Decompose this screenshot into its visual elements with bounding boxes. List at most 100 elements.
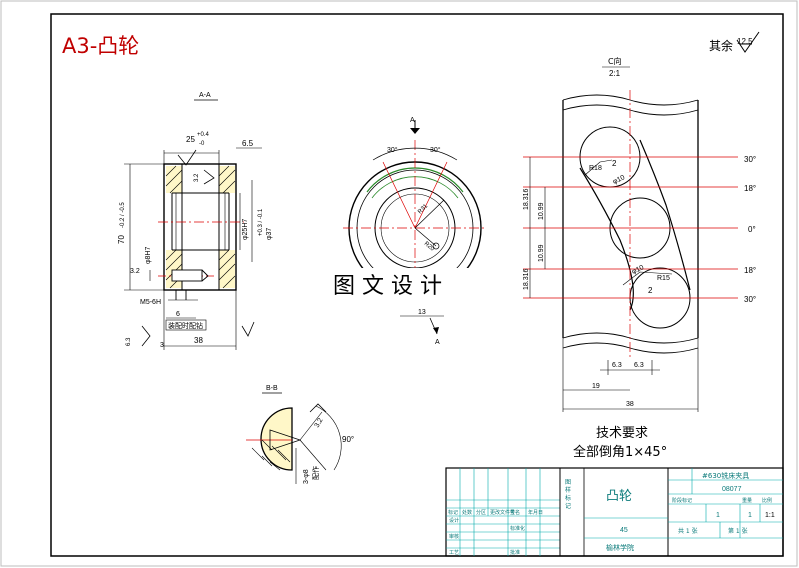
tb-scale: 1:1 — [765, 512, 775, 519]
tb-drawing-no: 08077 — [722, 486, 742, 493]
front-angle-left: 30° — [387, 146, 398, 154]
view-c-angle-2: 0° — [748, 225, 756, 234]
aa-dim-outer: φ37 — [266, 228, 273, 240]
view-c-dim-left-0: 18.316 — [523, 188, 530, 210]
tech-req-line1: 全部倒角1×45° — [573, 444, 667, 460]
bb-section-shape — [260, 407, 293, 471]
aa-dim-hole: φ8H7 — [145, 247, 152, 264]
view-c-dim-b1: 6.3 — [612, 362, 622, 369]
tb-left-label-0: 标记 — [448, 509, 458, 516]
svg-text:+0.4: +0.4 — [197, 132, 210, 138]
view-c-dim-left-3: 18.316 — [523, 268, 530, 290]
svg-text:6: 6 — [176, 311, 180, 318]
aa-body — [163, 163, 237, 291]
tb-left-label-3: 更改文件号 — [490, 509, 515, 516]
front-bottom-dim: 13 — [418, 309, 426, 316]
tb-col-mark-3: 记 — [565, 503, 571, 510]
tb-left-label-5: 年月日 — [528, 509, 543, 516]
bb-dim-vertical: 3-φ8 — [303, 469, 310, 484]
svg-text:3.2: 3.2 — [194, 173, 200, 182]
tb-sheet-label-1: 第 1 张 — [728, 527, 748, 535]
tb-sheet-count: 1 — [748, 512, 752, 519]
tb-qty: 1 — [716, 512, 720, 519]
tb-material: 45 — [620, 527, 628, 534]
svg-text:6.3: 6.3 — [126, 337, 132, 346]
inner-frame — [50, 13, 784, 557]
roughness-symbol — [736, 31, 760, 53]
tb-part-name: 凸轮 — [606, 489, 632, 504]
view-c-angle-0: 30° — [744, 155, 756, 164]
roughness-value: 12.5 — [737, 37, 753, 46]
tb-row-label-1: 审核 — [449, 533, 459, 540]
front-view: A 30° 30° R31 R20 13 A — [343, 117, 487, 346]
view-c-angle-3: 18° — [744, 266, 756, 275]
view-c-dim-b4: 38 — [626, 401, 634, 408]
svg-text:φ10: φ10 — [631, 264, 645, 276]
tb-col-mark-2: 标 — [565, 494, 571, 502]
svg-text:-0: -0 — [199, 141, 205, 147]
view-c-angle-1: 18° — [744, 184, 756, 193]
tb-company: #630铣床夹具 — [702, 471, 749, 480]
front-radius-a: R31 — [417, 203, 429, 215]
front-arrow-label-bottom: A — [435, 339, 440, 346]
svg-text:3.2: 3.2 — [130, 268, 140, 275]
tb-col-mark-0: 图 — [565, 479, 571, 486]
view-c-dim-b3: 19 — [592, 383, 600, 390]
tb-col-mark-1: 样 — [565, 486, 571, 494]
front-radius-b: R20 — [423, 241, 436, 253]
svg-text:φ10: φ10 — [612, 174, 626, 186]
view-c-r-top: R18 — [589, 165, 602, 172]
view-c-dim-left-1: 10.99 — [538, 202, 545, 220]
front-arrow-label: A — [410, 117, 415, 124]
section-aa-label: A-A — [199, 92, 211, 99]
tb-school: 榆林学院 — [606, 543, 634, 552]
tb-mid-label-0: 标准化 — [510, 525, 525, 532]
section-aa-view: A-A 25 +0.4 -0 — [117, 92, 273, 350]
tb-left-label-1: 处数 — [462, 509, 472, 516]
svg-text:2: 2 — [612, 159, 617, 168]
aa-hatching — [165, 165, 236, 289]
view-c-break-bottom — [562, 332, 699, 344]
aa-note-small: 装配时配钻 — [168, 321, 203, 330]
aa-thread: M5-6H — [140, 299, 161, 306]
tb-sheet-label-0: 共 1 张 — [678, 527, 698, 535]
view-c-break-top — [562, 94, 699, 106]
aa-dim-right-top: 6.5 — [242, 139, 254, 148]
view-c-dim-left-2: 10.99 — [538, 244, 545, 262]
svg-text:2: 2 — [648, 286, 653, 295]
section-bb-view: B-B 3.2 90° 3-φ8 配作 — [246, 385, 354, 484]
tb-row-label-2: 工艺 — [449, 550, 459, 556]
view-c-scale: 2:1 — [609, 69, 621, 78]
aa-dim-top: 25 — [186, 135, 195, 144]
bb-dim: 3.2 — [314, 417, 325, 429]
svg-text:-0.2 / -0.5: -0.2 / -0.5 — [120, 202, 126, 228]
roughness-note: 其余 — [709, 38, 733, 53]
tb-left-label-4: 签名 — [510, 509, 520, 516]
tb-right-label-1: 重量 — [742, 497, 752, 504]
tb-right-label-2: 比例 — [762, 497, 772, 504]
tb-row-label-0: 设计 — [449, 517, 459, 524]
svg-text:配作: 配作 — [311, 466, 320, 480]
front-angle-right: 30° — [430, 146, 441, 154]
view-c-label: C向 — [608, 56, 622, 66]
view-c-r-bottom: R15 — [657, 275, 670, 282]
svg-text:3: 3 — [160, 342, 164, 349]
title-block: 标记 处数 分区 更改文件号 签名 年月日 设计 审核 工艺 标准化 批准 图 … — [445, 467, 784, 557]
watermark-text: 图 文 设 计 — [333, 274, 442, 299]
aa-dim-left: 70 — [117, 235, 126, 244]
section-bb-label: B-B — [266, 385, 278, 392]
aa-dim-bottom: 38 — [194, 336, 203, 345]
aa-dim-bore: φ25H7 — [242, 219, 249, 240]
view-c-dim-b2: 6.3 — [634, 362, 644, 369]
tb-right-label-0: 阶段标记 — [672, 497, 692, 504]
view-c-angle-4: 30° — [744, 295, 756, 304]
tb-left-label-2: 分区 — [476, 509, 486, 516]
view-c: C向 2:1 30° 18° 0° 18° 30° 18.316 10.99 — [523, 56, 756, 412]
svg-text:+0.3 / -0.1: +0.3 / -0.1 — [258, 208, 264, 236]
bb-angle: 90° — [342, 435, 354, 444]
tb-mid-label-1: 批准 — [510, 549, 520, 556]
sheet-title: A3-凸轮 — [62, 34, 139, 58]
tech-req-heading: 技术要求 — [596, 426, 648, 441]
